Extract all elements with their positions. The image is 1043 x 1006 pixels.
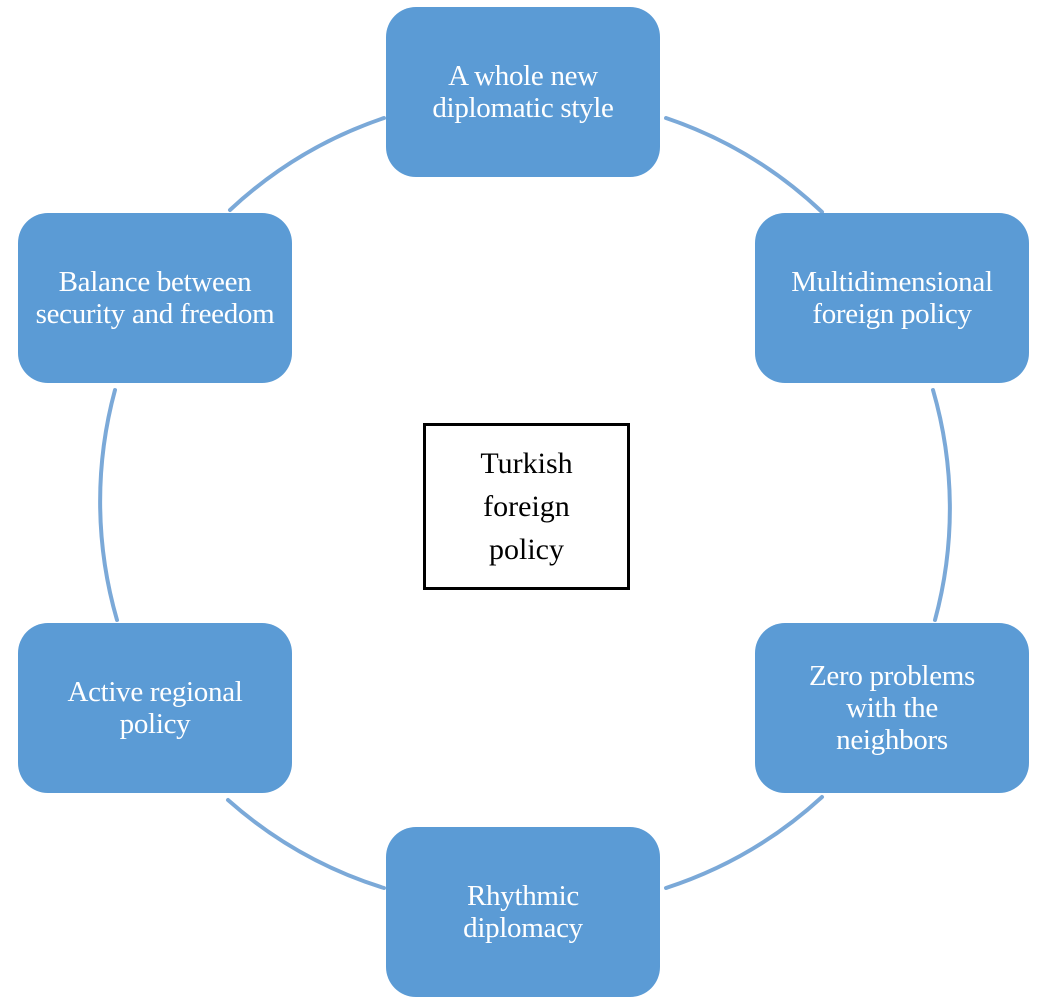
node-label: Balance between security and freedom [35,266,275,330]
node-multidimensional-foreign-policy: Multidimensional foreign policy [755,213,1029,383]
center-topic-box: Turkish foreign policy [423,423,630,590]
center-topic-label: Turkish foreign policy [480,447,573,566]
node-zero-problems-with-neighbors: Zero problems with the neighbors [755,623,1029,793]
ring-arc-top-right-to-bottom-right [931,388,952,622]
node-label: A whole new diplomatic style [432,60,614,124]
ring-arc-bottom-to-bottom-left [226,798,386,890]
node-active-regional-policy: Active regional policy [18,623,292,793]
node-label: Active regional policy [67,676,243,740]
node-whole-new-diplomatic-style: A whole new diplomatic style [386,7,660,177]
node-label: Multidimensional foreign policy [791,266,993,330]
node-rhythmic-diplomacy: Rhythmic diplomacy [386,827,660,997]
node-label: Zero problems with the neighbors [808,660,976,756]
ring-arc-top-left-to-top [228,116,386,212]
node-label: Rhythmic diplomacy [463,880,583,944]
ring-arc-top-to-top-right [664,116,824,214]
ring-arc-bottom-right-to-bottom [664,795,824,890]
ring-arc-bottom-left-to-top-left [98,388,119,622]
node-balance-security-freedom: Balance between security and freedom [18,213,292,383]
